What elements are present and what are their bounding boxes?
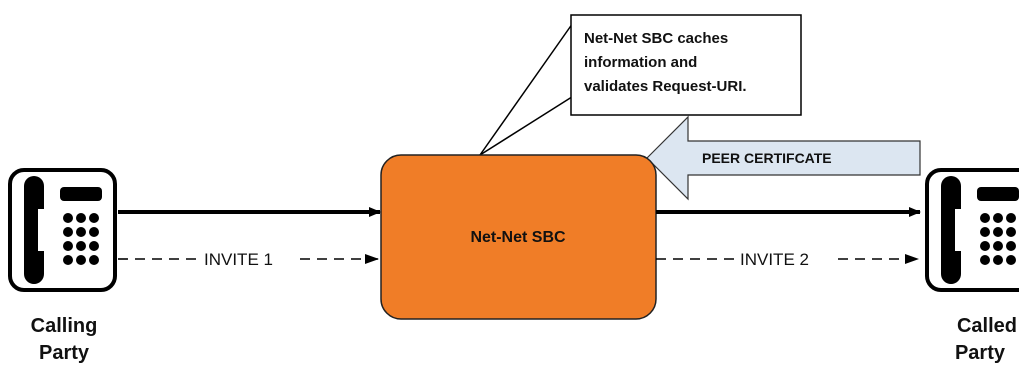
sbc-node: Net-Net SBC <box>380 154 657 320</box>
callout-line-3: validates Request-URI. <box>584 78 747 95</box>
called-phone-icon <box>925 168 1019 292</box>
peer-certificate-label: PEER CERTIFCATE <box>702 150 832 166</box>
invite-1-label: INVITE 1 <box>204 250 273 269</box>
callout-line-1: Net-Net SBC caches <box>584 30 728 47</box>
peer-certificate-arrow: PEER CERTIFCATE <box>646 115 921 201</box>
invite-2-arrow: INVITE 2 <box>656 250 919 269</box>
calling-phone-icon <box>8 168 117 292</box>
called-party-line-1: Called <box>957 315 1017 337</box>
called-party-label: Called Party <box>955 315 1017 364</box>
calling-party-line-1: Calling <box>31 315 98 337</box>
callout-pointer <box>479 19 576 156</box>
sbc-label: Net-Net SBC <box>470 229 566 246</box>
calling-party-line-2: Party <box>39 342 90 364</box>
called-party-line-2: Party <box>955 342 1006 364</box>
callout-line-2: information and <box>584 54 697 71</box>
callout-box: Net-Net SBC caches information and valid… <box>570 14 802 116</box>
invite-2-label: INVITE 2 <box>740 250 809 269</box>
calling-party-label: Calling Party <box>31 315 98 364</box>
invite-1-arrow: INVITE 1 <box>118 250 379 269</box>
